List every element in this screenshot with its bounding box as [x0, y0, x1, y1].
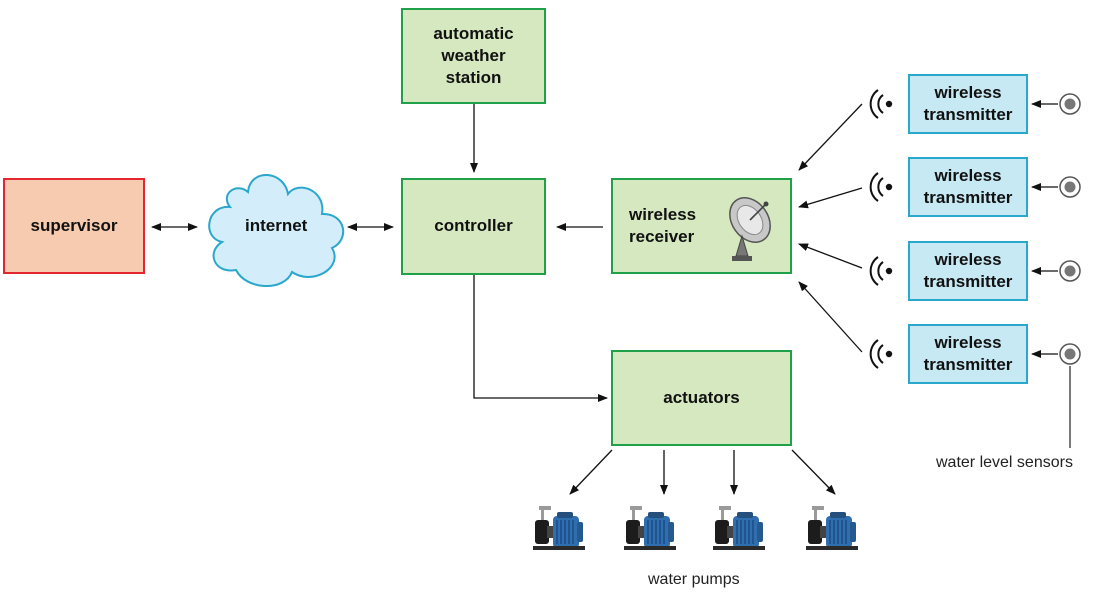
wireless-signal-icon	[869, 256, 894, 286]
arrow-transmitter-4-receiver	[798, 281, 863, 353]
sensor-icon	[1059, 260, 1081, 282]
arrow-transmitter-3-receiver	[798, 243, 863, 269]
wireless-transmitter-label: wireless transmitter	[923, 165, 1013, 207]
water-level-sensors-caption: water level sensors	[936, 454, 1073, 471]
water-pump-icon	[623, 505, 677, 551]
arrow-actuators-pump-4	[791, 449, 836, 495]
arrow-transmitter-2-receiver	[798, 187, 863, 209]
wireless-signal-icon	[869, 172, 894, 202]
water-pump-icon	[805, 505, 859, 551]
arrow-actuators-pump-1	[569, 449, 613, 495]
satellite-dish-icon	[729, 197, 771, 261]
actuators-box: actuators	[611, 350, 792, 446]
sensor-icon	[1059, 93, 1081, 115]
wireless-signal-icon	[869, 339, 894, 369]
water-pump-icon	[712, 505, 766, 551]
supervisor-label: supervisor	[30, 215, 118, 235]
wireless-transmitter-label: wireless transmitter	[923, 332, 1013, 374]
wireless-transmitter-box: wireless transmitter	[908, 74, 1028, 134]
weather-station-box: automatic weather station	[401, 8, 546, 104]
water-pumps-caption: water pumps	[648, 571, 740, 588]
arrow-transmitter-1-receiver	[798, 103, 863, 171]
supervisor-box: supervisor	[3, 178, 145, 274]
internet-label: internet	[245, 216, 308, 235]
wireless-transmitter-label: wireless transmitter	[923, 82, 1013, 124]
arrow-controller-actuators	[473, 275, 608, 402]
wireless-transmitter-label: wireless transmitter	[923, 249, 1013, 291]
wireless-transmitter-box: wireless transmitter	[908, 324, 1028, 384]
wireless-receiver-box: wireless receiver	[611, 178, 792, 274]
wireless-transmitter-box: wireless transmitter	[908, 157, 1028, 217]
sensor-icon	[1059, 176, 1081, 198]
wireless-transmitter-box: wireless transmitter	[908, 241, 1028, 301]
internet-cloud	[208, 174, 345, 287]
sensor-icon	[1059, 343, 1081, 365]
controller-box: controller	[401, 178, 546, 275]
controller-label: controller	[434, 216, 513, 236]
actuators-label: actuators	[663, 387, 740, 407]
wireless-signal-icon	[869, 89, 894, 119]
weather-station-label: automatic weather station	[433, 23, 514, 88]
water-pump-icon	[532, 505, 586, 551]
wireless-receiver-label: wireless receiver	[629, 204, 697, 246]
